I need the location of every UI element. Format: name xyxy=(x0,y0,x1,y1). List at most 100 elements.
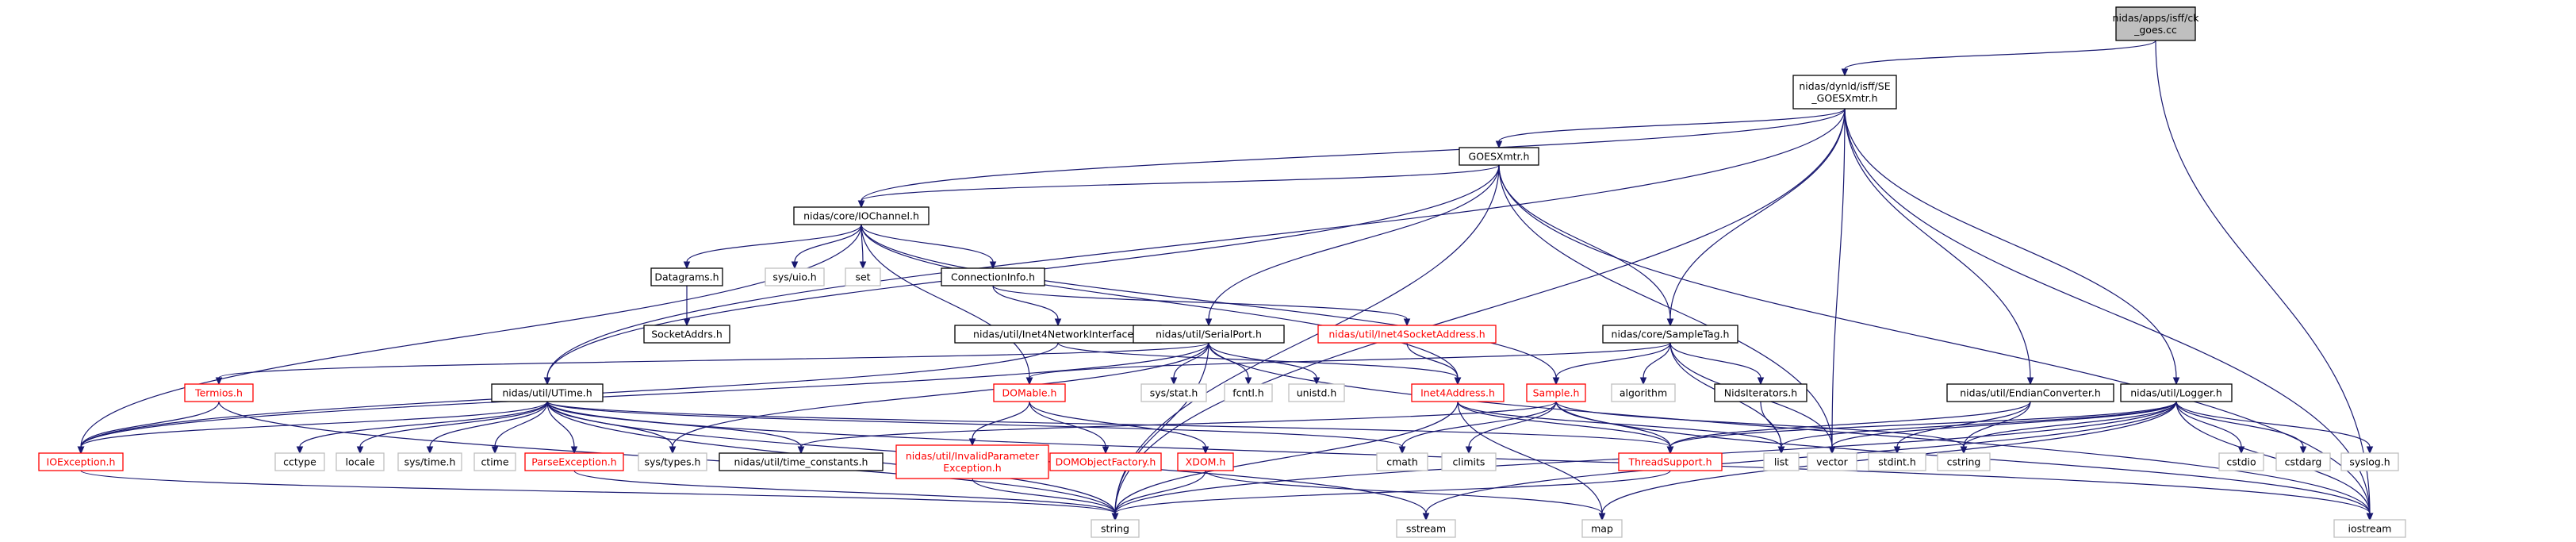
edge-line xyxy=(1555,342,1671,379)
node-label: nidas/util/time_constants.h xyxy=(734,456,868,468)
edge-line xyxy=(1406,342,1459,379)
node-socketaddrs[interactable]: SocketAddrs.h xyxy=(643,325,730,344)
include-edge-threadsupport-to-string xyxy=(1111,470,1671,521)
node-threadsupport[interactable]: ThreadSupport.h xyxy=(1618,452,1723,471)
node-systypes: sys/types.h xyxy=(638,452,707,471)
edge-arrowhead xyxy=(1666,446,1674,455)
node-timeconst[interactable]: nidas/util/time_constants.h xyxy=(719,452,884,471)
node-label: Inet4Address.h xyxy=(1420,387,1495,399)
node-inet4sock[interactable]: nidas/util/Inet4SocketAddress.h xyxy=(1317,325,1497,344)
edge-line xyxy=(1669,401,2031,448)
edge-arrowhead xyxy=(1202,446,1209,455)
node-sampletag[interactable]: nidas/core/SampleTag.h xyxy=(1602,325,1738,344)
node-logger[interactable]: nidas/util/Logger.h xyxy=(2120,383,2233,402)
include-edge-iochannel-to-sysuio xyxy=(791,224,862,270)
edge-line xyxy=(1401,401,1557,448)
node-goesxmtr[interactable]: GOESXmtr.h xyxy=(1459,147,1539,166)
edge-arrowhead xyxy=(1025,377,1033,386)
node-box xyxy=(638,452,707,471)
include-edge-utime-to-ctime xyxy=(491,401,548,455)
node-label: list xyxy=(1774,456,1788,468)
edge-line xyxy=(1057,342,1459,379)
edge-line xyxy=(686,224,862,263)
node-conninfo[interactable]: ConnectionInfo.h xyxy=(941,267,1045,286)
node-inet4addr[interactable]: Inet4Address.h xyxy=(1411,383,1505,402)
node-systat: sys/stat.h xyxy=(1140,383,1207,402)
edge-line xyxy=(1781,401,2177,448)
node-label: locale xyxy=(346,456,375,468)
node-ioexception[interactable]: IOException.h xyxy=(38,452,124,471)
node-endian[interactable]: nidas/util/EndianConverter.h xyxy=(1946,383,2114,402)
include-edge-xdom-to-map xyxy=(1205,470,1606,521)
node-label: ParseException.h xyxy=(531,456,616,468)
node-sample[interactable]: Sample.h xyxy=(1526,383,1586,402)
edge-line xyxy=(1844,108,2371,514)
edge-line xyxy=(1896,401,2031,448)
edge-line xyxy=(494,401,548,448)
node-iochannel[interactable]: nidas/core/IOChannel.h xyxy=(793,206,930,225)
node-label: nidas/util/InvalidParameter xyxy=(906,450,1040,462)
edge-arrowhead xyxy=(2299,446,2307,455)
node-datagrams[interactable]: Datagrams.h xyxy=(650,267,723,286)
include-edge-serialport-to-iostream xyxy=(1208,342,2374,521)
node-label: fcntl.h xyxy=(1232,387,1263,399)
edge-arrowhead xyxy=(1639,377,1647,386)
include-edge-conninfo-to-inet4net xyxy=(992,285,1062,327)
edge-arrowhead xyxy=(1495,140,1503,149)
node-parseexc[interactable]: ParseException.h xyxy=(524,452,624,471)
node-inet4net[interactable]: nidas/util/Inet4NetworkInterface.h xyxy=(954,325,1162,344)
include-edge-goesxmtr-to-serialport xyxy=(1205,164,1500,327)
edge-line xyxy=(546,108,1846,379)
node-box xyxy=(765,267,825,286)
node-box xyxy=(1317,325,1497,344)
node-fcntl: fcntl.h xyxy=(1224,383,1273,402)
node-domable[interactable]: DOMable.h xyxy=(993,383,1066,402)
edge-line xyxy=(546,401,1671,448)
edge-line xyxy=(1114,164,1500,514)
node-se_goes[interactable]: nidas/dynld/isff/SE_GOESXmtr.h xyxy=(1792,75,1897,110)
node-utime[interactable]: nidas/util/UTime.h xyxy=(491,383,604,402)
edge-line xyxy=(861,224,1557,379)
edge-arrowhead xyxy=(683,318,691,327)
node-label: XDOM.h xyxy=(1186,456,1226,468)
include-edge-serialport-to-termios xyxy=(215,342,1209,386)
edge-arrowhead xyxy=(1111,513,1119,521)
node-box xyxy=(793,206,930,225)
node-label: IOException.h xyxy=(47,456,116,468)
node-box xyxy=(2120,383,2233,402)
edge-line xyxy=(861,224,1030,379)
node-root[interactable]: nidas/apps/isff/ck_goes.cc xyxy=(2113,6,2200,41)
node-label: _GOESXmtr.h xyxy=(1811,92,1877,104)
edge-line xyxy=(861,164,1500,202)
node-box xyxy=(397,452,462,471)
node-iostream: iostream xyxy=(2333,519,2406,538)
node-box xyxy=(1618,452,1723,471)
edge-line xyxy=(2155,40,2371,514)
node-box xyxy=(491,383,604,402)
node-domobjfact[interactable]: DOMObjectFactory.h xyxy=(1049,452,1162,471)
edge-line xyxy=(861,224,994,263)
node-box xyxy=(38,452,124,471)
node-box xyxy=(524,452,624,471)
node-xdom[interactable]: XDOM.h xyxy=(1177,452,1234,471)
node-cmath: cmath xyxy=(1376,452,1428,471)
include-edge-utime-to-ioexception xyxy=(77,401,548,455)
node-box xyxy=(993,383,1066,402)
node-label: Exception.h xyxy=(943,462,1001,474)
edge-line xyxy=(1114,470,1671,514)
node-box xyxy=(1526,383,1586,402)
node-label: NidsIterators.h xyxy=(1724,387,1797,399)
edge-arrowhead xyxy=(1552,377,1560,386)
edge-line xyxy=(1114,342,1209,514)
node-nidsiter[interactable]: NidsIterators.h xyxy=(1714,383,1807,402)
node-label: unistd.h xyxy=(1297,387,1337,399)
edge-line xyxy=(218,342,1209,379)
node-label: set xyxy=(855,271,870,283)
node-box xyxy=(2333,519,2406,538)
edge-arrowhead xyxy=(683,261,691,270)
node-box xyxy=(2275,452,2331,471)
node-serialport[interactable]: nidas/util/SerialPort.h xyxy=(1133,325,1285,344)
node-termios[interactable]: Termios.h xyxy=(184,383,254,402)
edge-arrowhead xyxy=(1054,318,1062,327)
